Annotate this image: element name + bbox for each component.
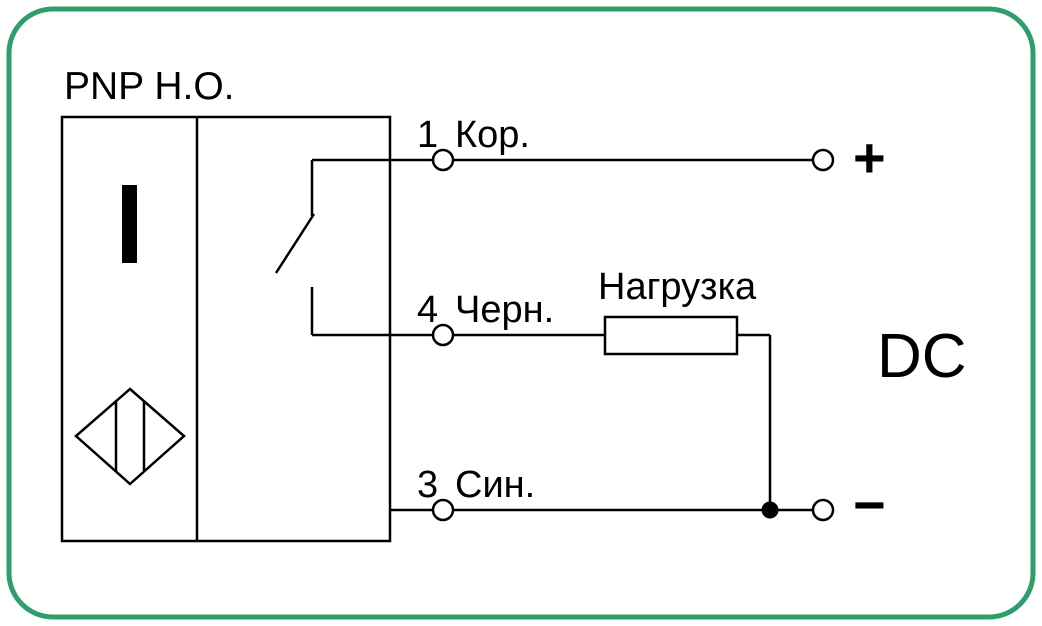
active-face-bar bbox=[122, 185, 137, 263]
terminal-pin4 bbox=[431, 323, 455, 347]
minus-label: − bbox=[853, 473, 886, 536]
diagram-title: PNP Н.О. bbox=[64, 65, 235, 108]
terminal-minus bbox=[811, 498, 835, 522]
diamond-outline bbox=[74, 387, 186, 486]
sensor-body-rect bbox=[60, 115, 392, 543]
dc-label: DC bbox=[877, 322, 967, 391]
pin3-wire-label: Син. bbox=[455, 464, 535, 506]
pin4-number-label: 4 bbox=[417, 289, 438, 331]
no-switch-symbol bbox=[274, 160, 316, 335]
load-label: Нагрузка bbox=[598, 266, 757, 308]
switch-contact-blade bbox=[274, 213, 316, 274]
pin1-number-label: 1 bbox=[417, 114, 438, 156]
wire-pin4-black bbox=[312, 333, 772, 510]
terminal-pin1 bbox=[431, 148, 455, 172]
terminal-pin3 bbox=[431, 498, 455, 522]
plus-label: + bbox=[853, 126, 886, 189]
terminal-plus bbox=[811, 148, 835, 172]
junction-dot bbox=[761, 501, 779, 519]
load-resistor bbox=[603, 315, 739, 356]
pin3-number-label: 3 bbox=[417, 464, 438, 506]
pin4-wire-label: Черн. bbox=[455, 289, 554, 331]
pin1-wire-label: Кор. bbox=[455, 114, 530, 156]
sensor-diamond-icon bbox=[74, 387, 186, 486]
